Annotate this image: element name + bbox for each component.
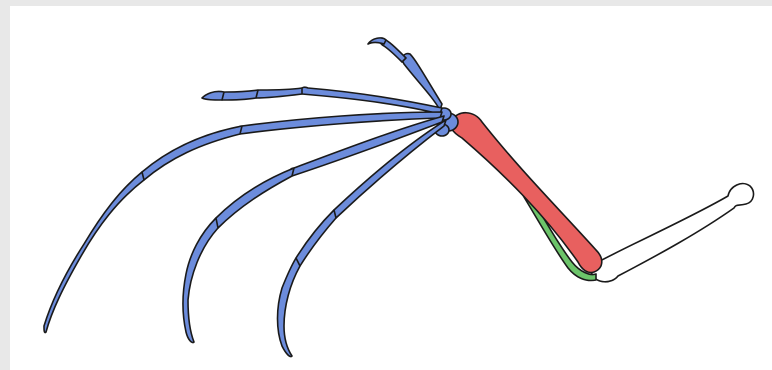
- digit-2: [202, 87, 442, 114]
- humerus-bone: [591, 184, 753, 282]
- radius-bone: [450, 113, 601, 273]
- digit-5: [278, 120, 447, 357]
